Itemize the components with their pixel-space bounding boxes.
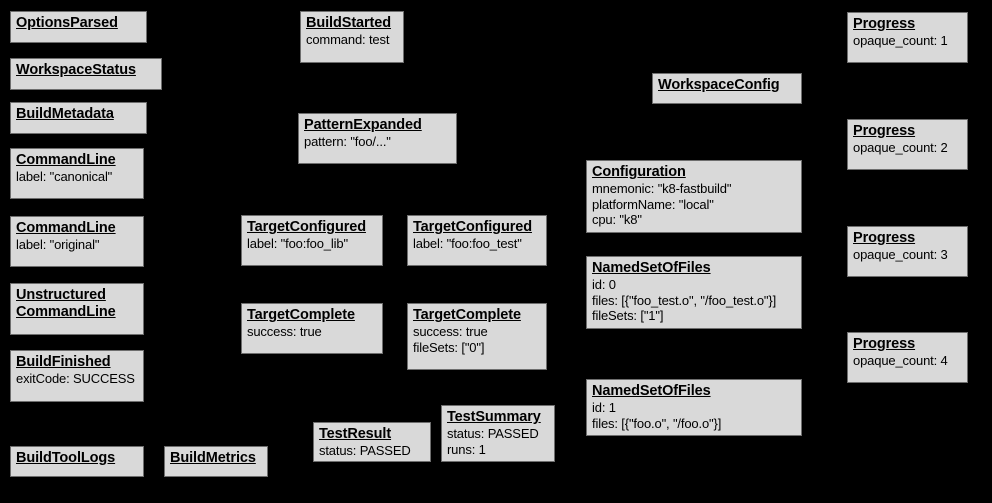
node-title: BuildToolLogs bbox=[16, 450, 116, 466]
node-field: success: true bbox=[413, 324, 488, 339]
node-title: Progress bbox=[853, 123, 916, 139]
node-title: NamedSetOfFiles bbox=[592, 383, 711, 399]
node-field: platformName: "local" bbox=[592, 196, 714, 212]
node-field: pattern: "foo/..." bbox=[304, 134, 391, 149]
node-fields: pattern: "foo/..." bbox=[304, 134, 451, 150]
node-field: files: [{"foo.o", "/foo.o"}] bbox=[592, 415, 722, 431]
node-unstructured-command-line[interactable]: Unstructured CommandLine bbox=[10, 283, 144, 335]
node-title: Progress bbox=[853, 16, 916, 32]
node-title: TargetConfigured bbox=[247, 219, 366, 235]
node-fields: label: "foo:foo_test" bbox=[413, 236, 541, 252]
node-fields: label: "foo:foo_lib" bbox=[247, 236, 377, 252]
node-field: status: PASSED bbox=[319, 443, 411, 458]
node-field: label: "foo:foo_lib" bbox=[247, 236, 348, 251]
node-field: opaque_count: 2 bbox=[853, 140, 948, 155]
node-fields: opaque_count: 3 bbox=[853, 247, 962, 263]
node-title: BuildMetrics bbox=[170, 450, 256, 466]
node-field: fileSets: ["1"] bbox=[592, 308, 664, 323]
node-title: BuildMetadata bbox=[16, 106, 114, 122]
node-title: CommandLine bbox=[16, 152, 116, 168]
node-build-metrics[interactable]: BuildMetrics bbox=[164, 446, 268, 477]
node-workspace-config[interactable]: WorkspaceConfig bbox=[652, 73, 802, 104]
node-title: Progress bbox=[853, 230, 916, 246]
node-title: CommandLine bbox=[16, 220, 116, 236]
node-build-metadata[interactable]: BuildMetadata bbox=[10, 102, 147, 134]
node-fields: opaque_count: 1 bbox=[853, 33, 962, 49]
node-build-tool-logs[interactable]: BuildToolLogs bbox=[10, 446, 144, 477]
node-fields: mnemonic: "k8-fastbuild"platformName: "l… bbox=[592, 181, 796, 228]
node-title: TargetConfigured bbox=[413, 219, 532, 235]
node-title: BuildFinished bbox=[16, 354, 111, 370]
node-fields: label: "canonical" bbox=[16, 169, 138, 185]
node-workspace-status[interactable]: WorkspaceStatus bbox=[10, 58, 162, 90]
node-title: TestSummary bbox=[447, 409, 541, 425]
node-fields: success: true bbox=[247, 324, 377, 340]
node-field: label: "original" bbox=[16, 237, 100, 252]
node-field: command: test bbox=[306, 32, 390, 47]
node-title: Unstructured CommandLine bbox=[16, 287, 116, 320]
node-field: fileSets: ["0"] bbox=[413, 339, 485, 355]
node-field: success: true bbox=[247, 324, 322, 339]
node-field: files: [{"foo_test.o", "/foo_test.o"}] bbox=[592, 292, 777, 308]
node-field: id: 0 bbox=[592, 277, 616, 292]
node-field: status: PASSED bbox=[447, 426, 539, 441]
node-field: runs: 1 bbox=[447, 441, 486, 457]
node-title: WorkspaceStatus bbox=[16, 62, 136, 78]
node-field: opaque_count: 1 bbox=[853, 33, 948, 48]
node-fields: label: "original" bbox=[16, 237, 138, 253]
node-title: OptionsParsed bbox=[16, 15, 118, 31]
node-field: opaque_count: 3 bbox=[853, 247, 948, 262]
node-title: PatternExpanded bbox=[304, 117, 422, 133]
node-fields: status: PASSED bbox=[319, 443, 425, 459]
node-fields: opaque_count: 4 bbox=[853, 353, 962, 369]
node-fields: command: test bbox=[306, 32, 398, 48]
node-title: Configuration bbox=[592, 164, 686, 180]
node-fields: opaque_count: 2 bbox=[853, 140, 962, 156]
node-title: Progress bbox=[853, 336, 916, 352]
node-field: cpu: "k8" bbox=[592, 212, 642, 227]
node-title: TestResult bbox=[319, 426, 392, 442]
node-fields: exitCode: SUCCESS bbox=[16, 371, 138, 387]
node-field: label: "canonical" bbox=[16, 169, 113, 184]
node-field: label: "foo:foo_test" bbox=[413, 236, 522, 251]
node-options-parsed[interactable]: OptionsParsed bbox=[10, 11, 147, 43]
node-title: TargetComplete bbox=[247, 307, 355, 323]
node-title: WorkspaceConfig bbox=[658, 77, 780, 93]
node-title: BuildStarted bbox=[306, 15, 392, 31]
node-field: exitCode: SUCCESS bbox=[16, 371, 135, 386]
node-field: opaque_count: 4 bbox=[853, 353, 948, 368]
node-title: NamedSetOfFiles bbox=[592, 260, 711, 276]
node-field: mnemonic: "k8-fastbuild" bbox=[592, 181, 732, 196]
node-field: id: 1 bbox=[592, 400, 616, 415]
node-title: TargetComplete bbox=[413, 307, 521, 323]
